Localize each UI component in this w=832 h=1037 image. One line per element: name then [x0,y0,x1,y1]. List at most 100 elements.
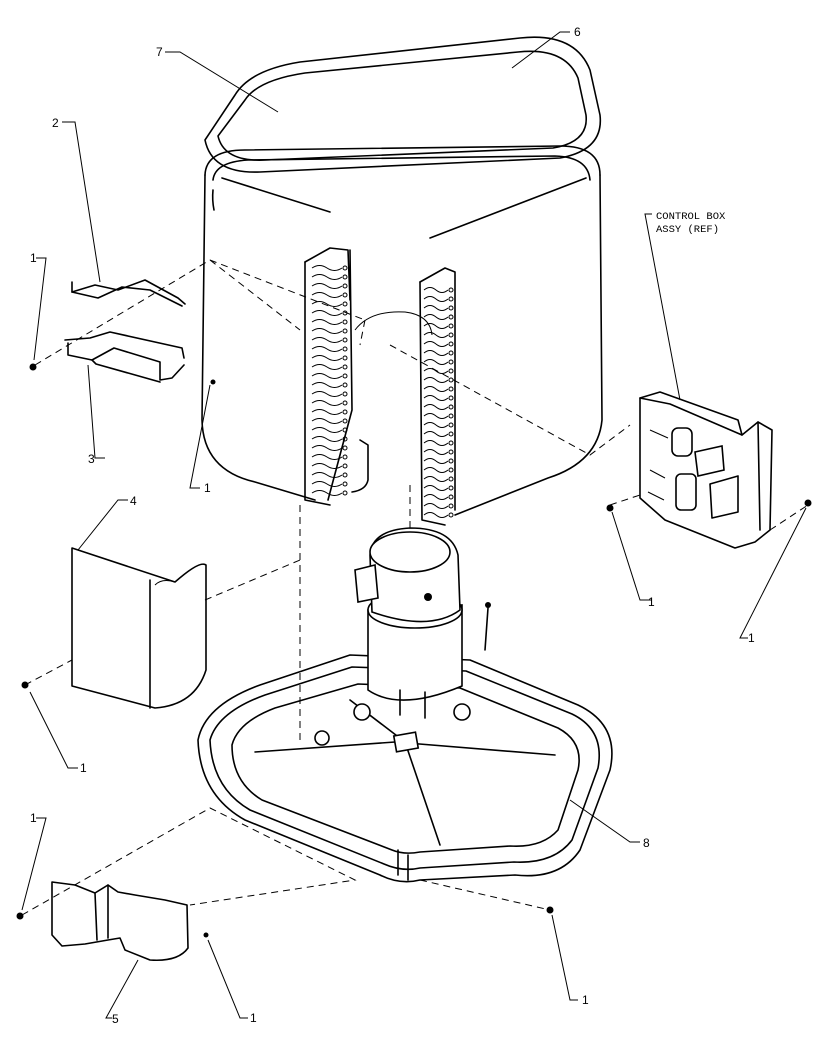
coil-fin [423,422,449,428]
coil-fin [423,395,449,401]
coil-fin [423,503,449,509]
coil-fin [311,391,343,397]
coil-fin [423,287,449,293]
control-box-assembly [639,391,773,549]
coil-tube-end [342,328,348,334]
coil-tube-end [342,346,348,352]
callout-1-bracket: 1 [250,1011,257,1025]
coil-fin [311,463,343,469]
screw [484,602,491,651]
coil-fins-left [311,265,348,496]
coil-fin [311,301,343,307]
callout-1-base: 1 [582,993,589,1007]
coil-fin [423,305,449,311]
coil-tube-end [448,359,454,365]
coil-tube-end [448,368,454,374]
coil-fin [311,454,343,460]
coil-tube-end [448,494,454,500]
refrigerant-tube [351,439,369,493]
coil-tube-end [342,472,348,478]
coil-tube-end [342,454,348,460]
coil-fin [311,364,343,370]
coil-tube-end [342,265,348,271]
coil-fin [311,445,343,451]
callout-5: 5 [112,1012,119,1026]
coil-tube-end [342,490,348,496]
coil-fin [311,292,343,298]
coil-fin [423,341,449,347]
coil-fin [311,328,343,334]
coil-tube-end [448,404,454,410]
control-box-label-line1: CONTROL BOX [656,211,726,223]
callout-labels: 6 7 2 1 3 1 4 1 1 1 1 8 5 1 1 CONTROL BO… [30,25,755,1026]
coil-fin [311,400,343,406]
coil-fin [311,265,343,271]
coil-tube-end [448,287,454,293]
coil-fin [423,512,449,518]
coil-tube-end [342,481,348,487]
coil-fin [423,413,449,419]
coil-fin [311,346,343,352]
coil-fin [311,283,343,289]
callout-1-panel: 1 [80,761,87,775]
coil-tube-end [448,449,454,455]
coil-tube-end [448,341,454,347]
part-2-brace [71,279,186,307]
coil-fin [311,310,343,316]
coil-fin [423,485,449,491]
coil-tube-end [448,467,454,473]
coil-tube-end [342,445,348,451]
coil-fin [423,323,449,329]
coil-fin [423,332,449,338]
coil-tube-end [342,274,348,280]
callout-1-bottom-left: 1 [30,811,37,825]
coil-fin [423,431,449,437]
coil-tube-end [448,386,454,392]
coil-fin [311,274,343,280]
coil-fin [311,427,343,433]
coil-fin [311,373,343,379]
coil-tube-end [448,422,454,428]
coil-fin [423,377,449,383]
callout-6: 6 [574,25,581,39]
coil-tube-end [342,418,348,424]
coil-tube-end [342,427,348,433]
coil-fins-right [423,287,454,518]
coil-tube-end [448,323,454,329]
coil-tube-end [448,305,454,311]
coil-tube-end [448,503,454,509]
coil-tube-end [342,283,348,289]
coil-fin [423,449,449,455]
assembly-guide-lines [21,259,809,916]
part-3-bracket [64,331,185,383]
coil-tube-end [342,355,348,361]
callout-2: 2 [52,116,59,130]
coil-tube-end [448,296,454,302]
coil-fin [311,382,343,388]
top-trim-ring [204,36,602,173]
callout-1-cabinet: 1 [204,481,211,495]
callout-7: 7 [156,45,163,59]
coil-fin [423,404,449,410]
coil-tube-end [342,463,348,469]
coil-fin [423,458,449,464]
coil-tube-end [342,400,348,406]
coil-fin [423,368,449,374]
coil-fin [311,337,343,343]
fan-motor [354,527,463,719]
coil-tube-end [342,364,348,370]
coil-tube-end [448,476,454,482]
coil-tube-end [448,431,454,437]
coil-tube-end [448,377,454,383]
coil-fin [423,314,449,320]
coil-fin [423,359,449,365]
coil-fin [311,436,343,442]
callout-8: 8 [643,836,650,850]
coil-tube-end [342,319,348,325]
coil-tube-end [342,292,348,298]
coil-tube-end [448,485,454,491]
base-pan [197,654,613,883]
coil-fin [311,319,343,325]
part-5-bottom-bracket [51,881,189,962]
